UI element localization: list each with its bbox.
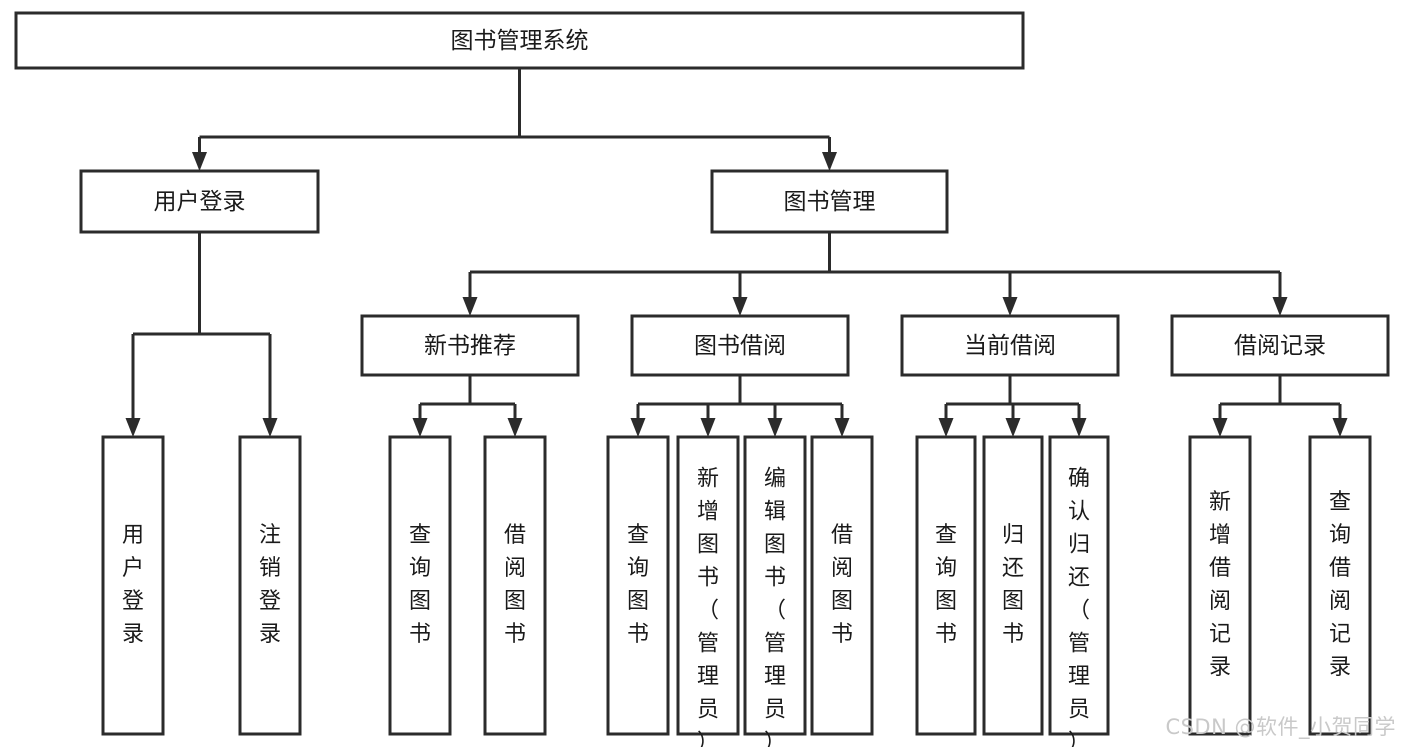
node-box-leaf-user-logout[interactable]: [238, 435, 302, 736]
node-box-leaf-borrow-book-1[interactable]: [483, 435, 547, 736]
node-leaf-confirm-return[interactable]: 确认归还（管理员）: [1048, 435, 1110, 747]
arrow-head-leaf-borrow-book-1: [507, 418, 523, 437]
node-box-leaf-user-login[interactable]: [101, 435, 165, 736]
node-box-user-login[interactable]: [79, 169, 320, 234]
node-label-leaf-query-book-3: 查询图书: [935, 523, 957, 647]
node-leaf-user-logout[interactable]: 注销登录: [238, 435, 302, 736]
node-box-book-borrow[interactable]: [630, 314, 850, 377]
node-label-leaf-add-book: 新增图书（管理员）: [697, 467, 719, 747]
node-label-new-book-rec: 新书推荐: [424, 333, 516, 359]
node-borrow-record[interactable]: 借阅记录: [1170, 314, 1390, 377]
arrow-head-leaf-confirm-return: [1071, 418, 1087, 437]
arrow-head-leaf-query-book-3: [938, 418, 954, 437]
node-leaf-return-book[interactable]: 归还图书: [982, 435, 1044, 736]
arrow-head-user-login: [192, 152, 207, 171]
node-box-leaf-return-book[interactable]: [982, 435, 1044, 736]
node-leaf-query-book-3[interactable]: 查询图书: [915, 435, 977, 736]
node-box-leaf-borrow-book-2[interactable]: [810, 435, 874, 736]
node-label-leaf-borrow-book-2: 借阅图书: [831, 523, 853, 647]
arrow-head-borrow-record: [1272, 297, 1288, 316]
node-label-book-manage: 图书管理: [784, 189, 876, 215]
node-label-book-borrow: 图书借阅: [694, 333, 786, 359]
node-new-book-rec[interactable]: 新书推荐: [360, 314, 580, 377]
node-box-leaf-query-book-1[interactable]: [388, 435, 452, 736]
arrow-head-new-book-rec: [462, 297, 478, 316]
node-box-book-manage[interactable]: [710, 169, 949, 234]
node-label-leaf-edit-book: 编辑图书（管理员）: [764, 467, 786, 747]
node-box-root[interactable]: [14, 11, 1025, 70]
arrow-head-leaf-user-logout: [262, 418, 278, 437]
node-root[interactable]: 图书管理系统: [14, 11, 1025, 70]
node-label-leaf-query-record: 查询借阅记录: [1329, 490, 1351, 680]
node-label-leaf-user-logout: 注销登录: [259, 523, 281, 647]
node-label-borrow-record: 借阅记录: [1234, 333, 1326, 359]
node-user-login[interactable]: 用户登录: [79, 169, 320, 234]
arrow-head-leaf-user-login: [125, 418, 141, 437]
node-leaf-edit-book[interactable]: 编辑图书（管理员）: [743, 435, 807, 747]
arrow-head-book-manage: [822, 152, 837, 171]
arrow-head-leaf-query-record: [1332, 418, 1348, 437]
node-leaf-add-record[interactable]: 新增借阅记录: [1188, 435, 1252, 736]
node-box-leaf-add-book[interactable]: [676, 435, 740, 736]
nodes-layer: 图书管理系统用户登录图书管理新书推荐图书借阅当前借阅借阅记录用户登录注销登录查询…: [14, 11, 1390, 747]
node-label-user-login: 用户登录: [154, 189, 246, 215]
node-book-borrow[interactable]: 图书借阅: [630, 314, 850, 377]
node-label-leaf-add-record: 新增借阅记录: [1209, 490, 1231, 680]
arrow-head-current-borrow: [1002, 297, 1018, 316]
node-label-root: 图书管理系统: [451, 28, 589, 54]
arrow-head-leaf-return-book: [1005, 418, 1021, 437]
node-leaf-query-record[interactable]: 查询借阅记录: [1308, 435, 1372, 736]
node-book-manage[interactable]: 图书管理: [710, 169, 949, 234]
node-box-leaf-add-record[interactable]: [1188, 435, 1252, 736]
node-leaf-user-login[interactable]: 用户登录: [101, 435, 165, 736]
arrow-head-book-borrow: [732, 297, 748, 316]
node-box-leaf-query-book-2[interactable]: [606, 435, 670, 736]
node-box-leaf-confirm-return[interactable]: [1048, 435, 1110, 736]
arrow-head-leaf-query-book-1: [412, 418, 428, 437]
node-label-current-borrow: 当前借阅: [964, 333, 1056, 359]
node-leaf-add-book[interactable]: 新增图书（管理员）: [676, 435, 740, 747]
arrow-head-leaf-borrow-book-2: [834, 418, 850, 437]
arrow-head-leaf-query-book-2: [630, 418, 646, 437]
node-label-leaf-confirm-return: 确认归还（管理员）: [1068, 467, 1090, 747]
node-label-leaf-user-login: 用户登录: [122, 523, 144, 647]
node-current-borrow[interactable]: 当前借阅: [900, 314, 1120, 377]
node-box-borrow-record[interactable]: [1170, 314, 1390, 377]
node-label-leaf-query-book-1: 查询图书: [409, 523, 431, 647]
node-leaf-query-book-1[interactable]: 查询图书: [388, 435, 452, 736]
node-box-leaf-edit-book[interactable]: [743, 435, 807, 736]
arrow-head-leaf-add-record: [1212, 418, 1228, 437]
node-box-leaf-query-book-3[interactable]: [915, 435, 977, 736]
node-label-leaf-return-book: 归还图书: [1002, 523, 1024, 647]
edges-layer: [125, 68, 1348, 437]
node-box-new-book-rec[interactable]: [360, 314, 580, 377]
node-box-current-borrow[interactable]: [900, 314, 1120, 377]
node-label-leaf-borrow-book-1: 借阅图书: [504, 523, 526, 647]
node-leaf-borrow-book-1[interactable]: 借阅图书: [483, 435, 547, 736]
node-label-leaf-query-book-2: 查询图书: [627, 523, 649, 647]
node-leaf-borrow-book-2[interactable]: 借阅图书: [810, 435, 874, 736]
csdn-watermark: CSDN @软件_小贺同学: [1165, 715, 1396, 740]
node-box-leaf-query-record[interactable]: [1308, 435, 1372, 736]
node-leaf-query-book-2[interactable]: 查询图书: [606, 435, 670, 736]
arrow-head-leaf-add-book: [700, 418, 716, 437]
arrow-head-leaf-edit-book: [767, 418, 783, 437]
